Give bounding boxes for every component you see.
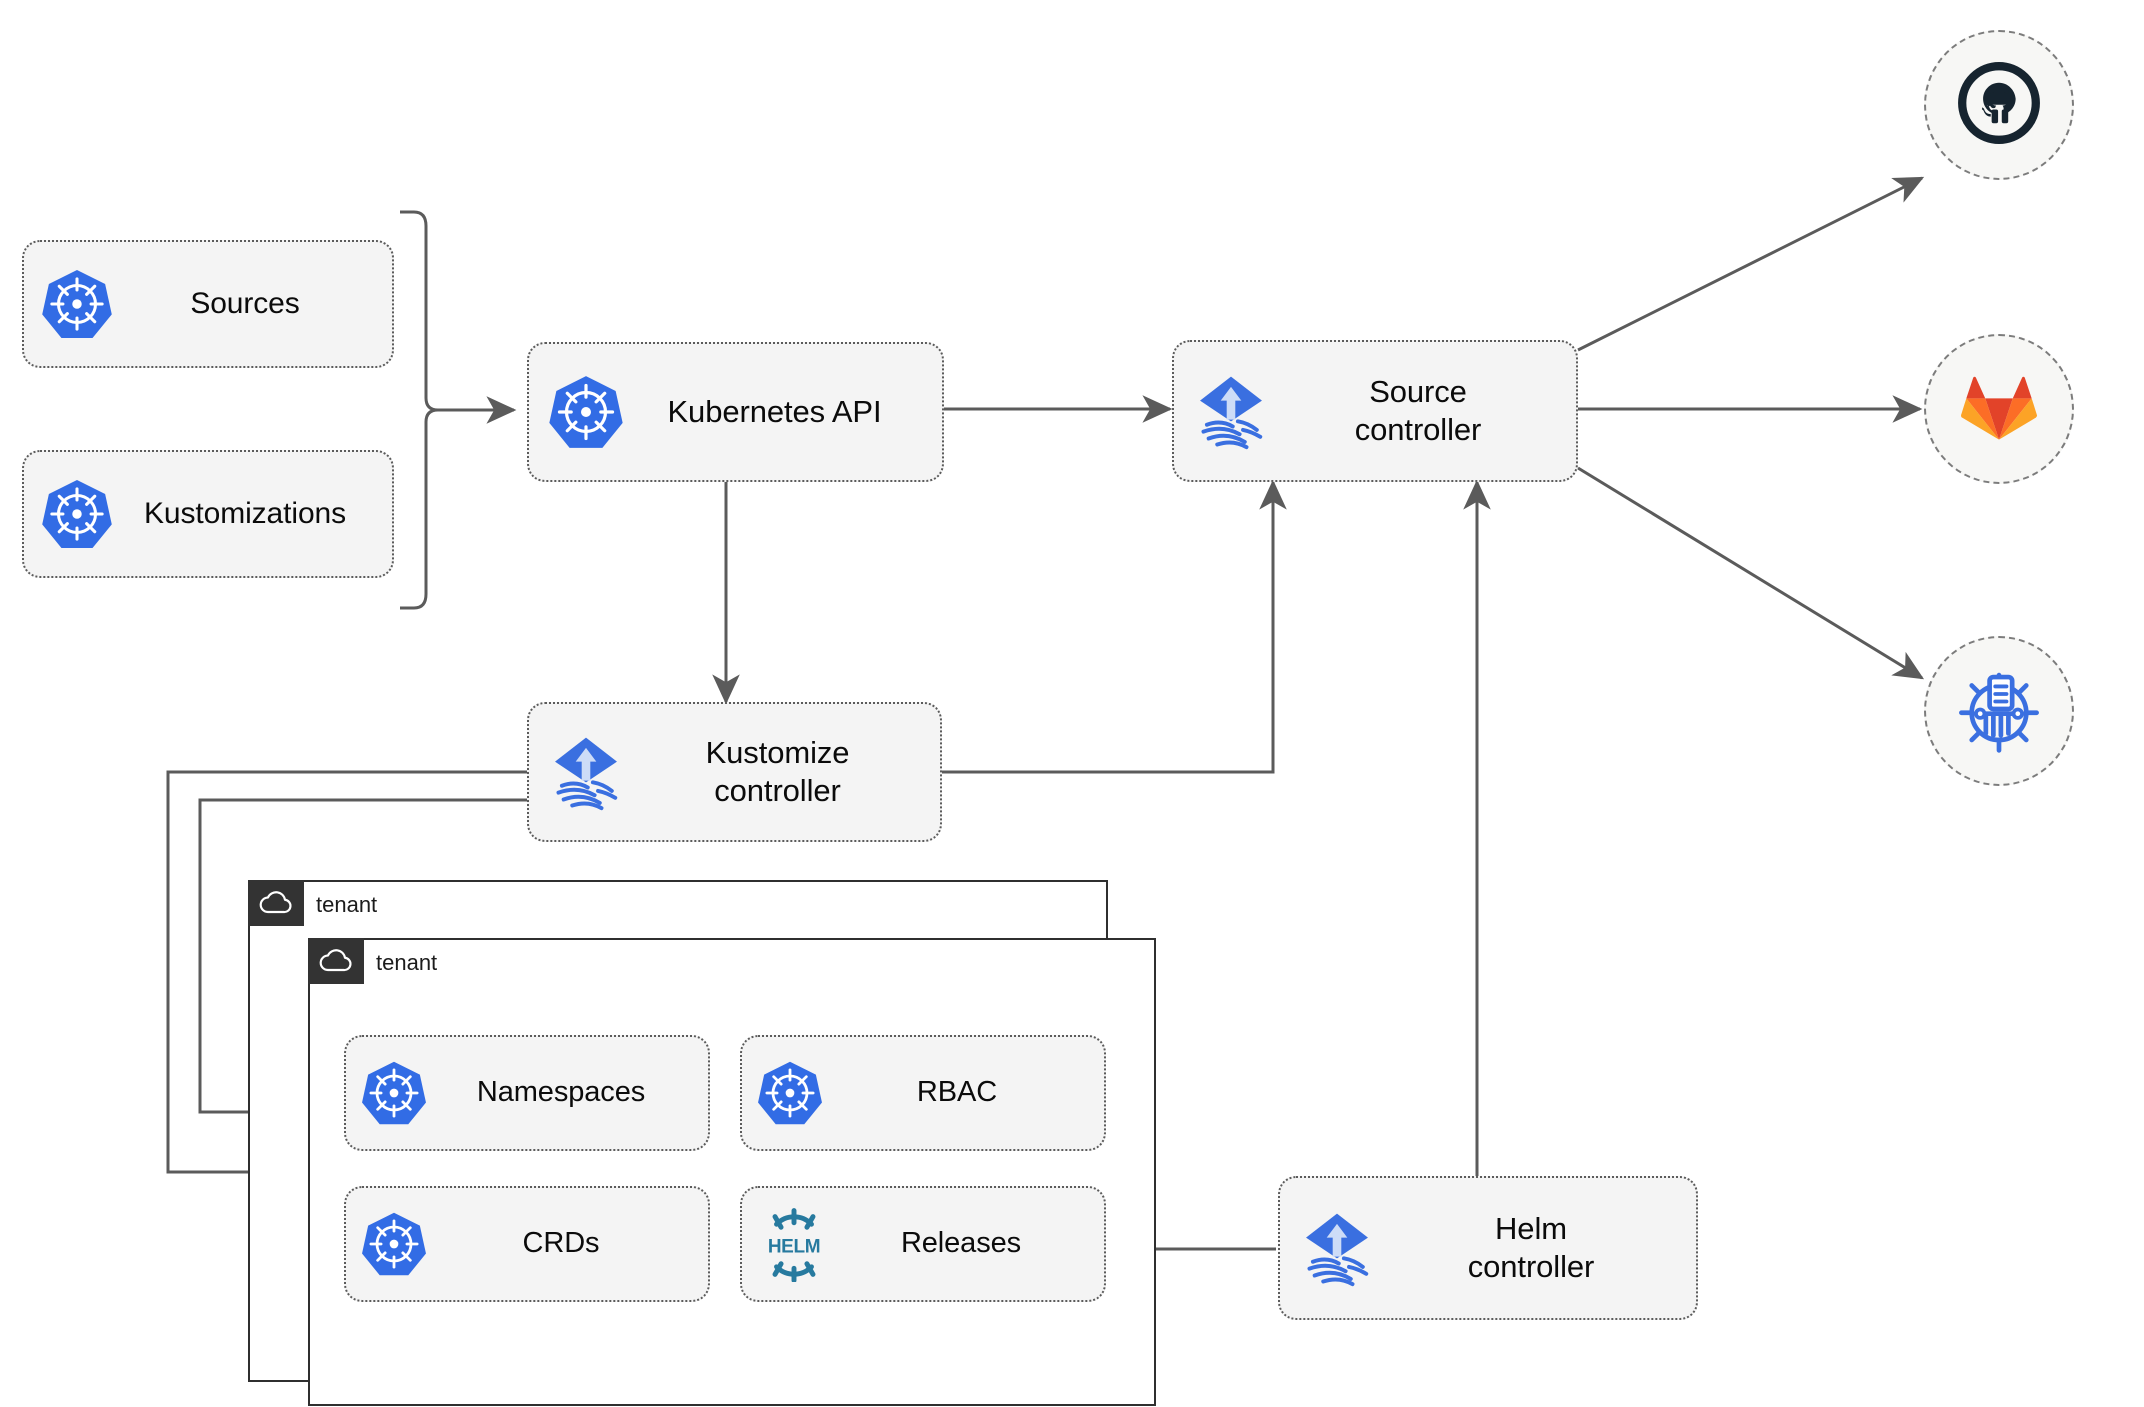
card-rbac[interactable]: RBAC — [740, 1035, 1106, 1151]
card-releases[interactable]: HELM Releases — [740, 1186, 1106, 1302]
kubernetes-icon — [547, 373, 625, 451]
external-github[interactable] — [1924, 30, 2074, 180]
external-helm-repository[interactable] — [1924, 636, 2074, 786]
kustomizations-label: Kustomizations — [143, 496, 347, 530]
helm-chart-registry-icon — [1952, 662, 2046, 761]
cloud-icon — [247, 879, 304, 926]
helm-icon: HELM — [756, 1206, 832, 1282]
flux-icon — [1294, 1205, 1380, 1291]
svg-text:HELM: HELM — [768, 1236, 820, 1257]
card-namespaces[interactable]: Namespaces — [344, 1035, 710, 1151]
node-sources[interactable]: Sources — [22, 240, 394, 368]
sources-label: Sources — [190, 286, 300, 320]
crds-label: CRDs — [522, 1227, 600, 1260]
kubernetes-icon — [756, 1059, 824, 1127]
kubernetes-api-label: Kubernetes API — [667, 394, 882, 430]
flux-icon — [543, 729, 629, 815]
source-controller-label: Source controller — [1354, 374, 1482, 447]
helm-controller-label: Helm controller — [1467, 1211, 1595, 1284]
card-crds[interactable]: CRDs — [344, 1186, 710, 1302]
tenant-inner-label: tenant — [376, 950, 438, 975]
kustomize-controller-label: Kustomize controller — [705, 735, 850, 808]
node-kustomize-controller[interactable]: Kustomize controller — [527, 702, 942, 842]
kubernetes-icon — [360, 1210, 428, 1278]
node-kubernetes-api[interactable]: Kubernetes API — [527, 342, 944, 482]
kubernetes-icon — [40, 477, 114, 551]
rbac-label: RBAC — [916, 1076, 998, 1109]
github-icon — [1953, 57, 2045, 154]
external-gitlab[interactable] — [1924, 334, 2074, 484]
node-helm-controller[interactable]: Helm controller — [1278, 1176, 1698, 1320]
tenant-inner[interactable]: tenant — [307, 937, 1156, 1406]
namespaces-label: Namespaces — [476, 1076, 646, 1109]
gitlab-icon — [1956, 364, 2042, 455]
tenant-outer-label: tenant — [316, 892, 378, 917]
cloud-icon — [307, 937, 364, 984]
node-kustomizations[interactable]: Kustomizations — [22, 450, 394, 578]
releases-label: Releases — [900, 1227, 1022, 1260]
kubernetes-icon — [360, 1059, 428, 1127]
node-source-controller[interactable]: Source controller — [1172, 340, 1578, 482]
kubernetes-icon — [40, 267, 114, 341]
flux-icon — [1188, 368, 1274, 454]
